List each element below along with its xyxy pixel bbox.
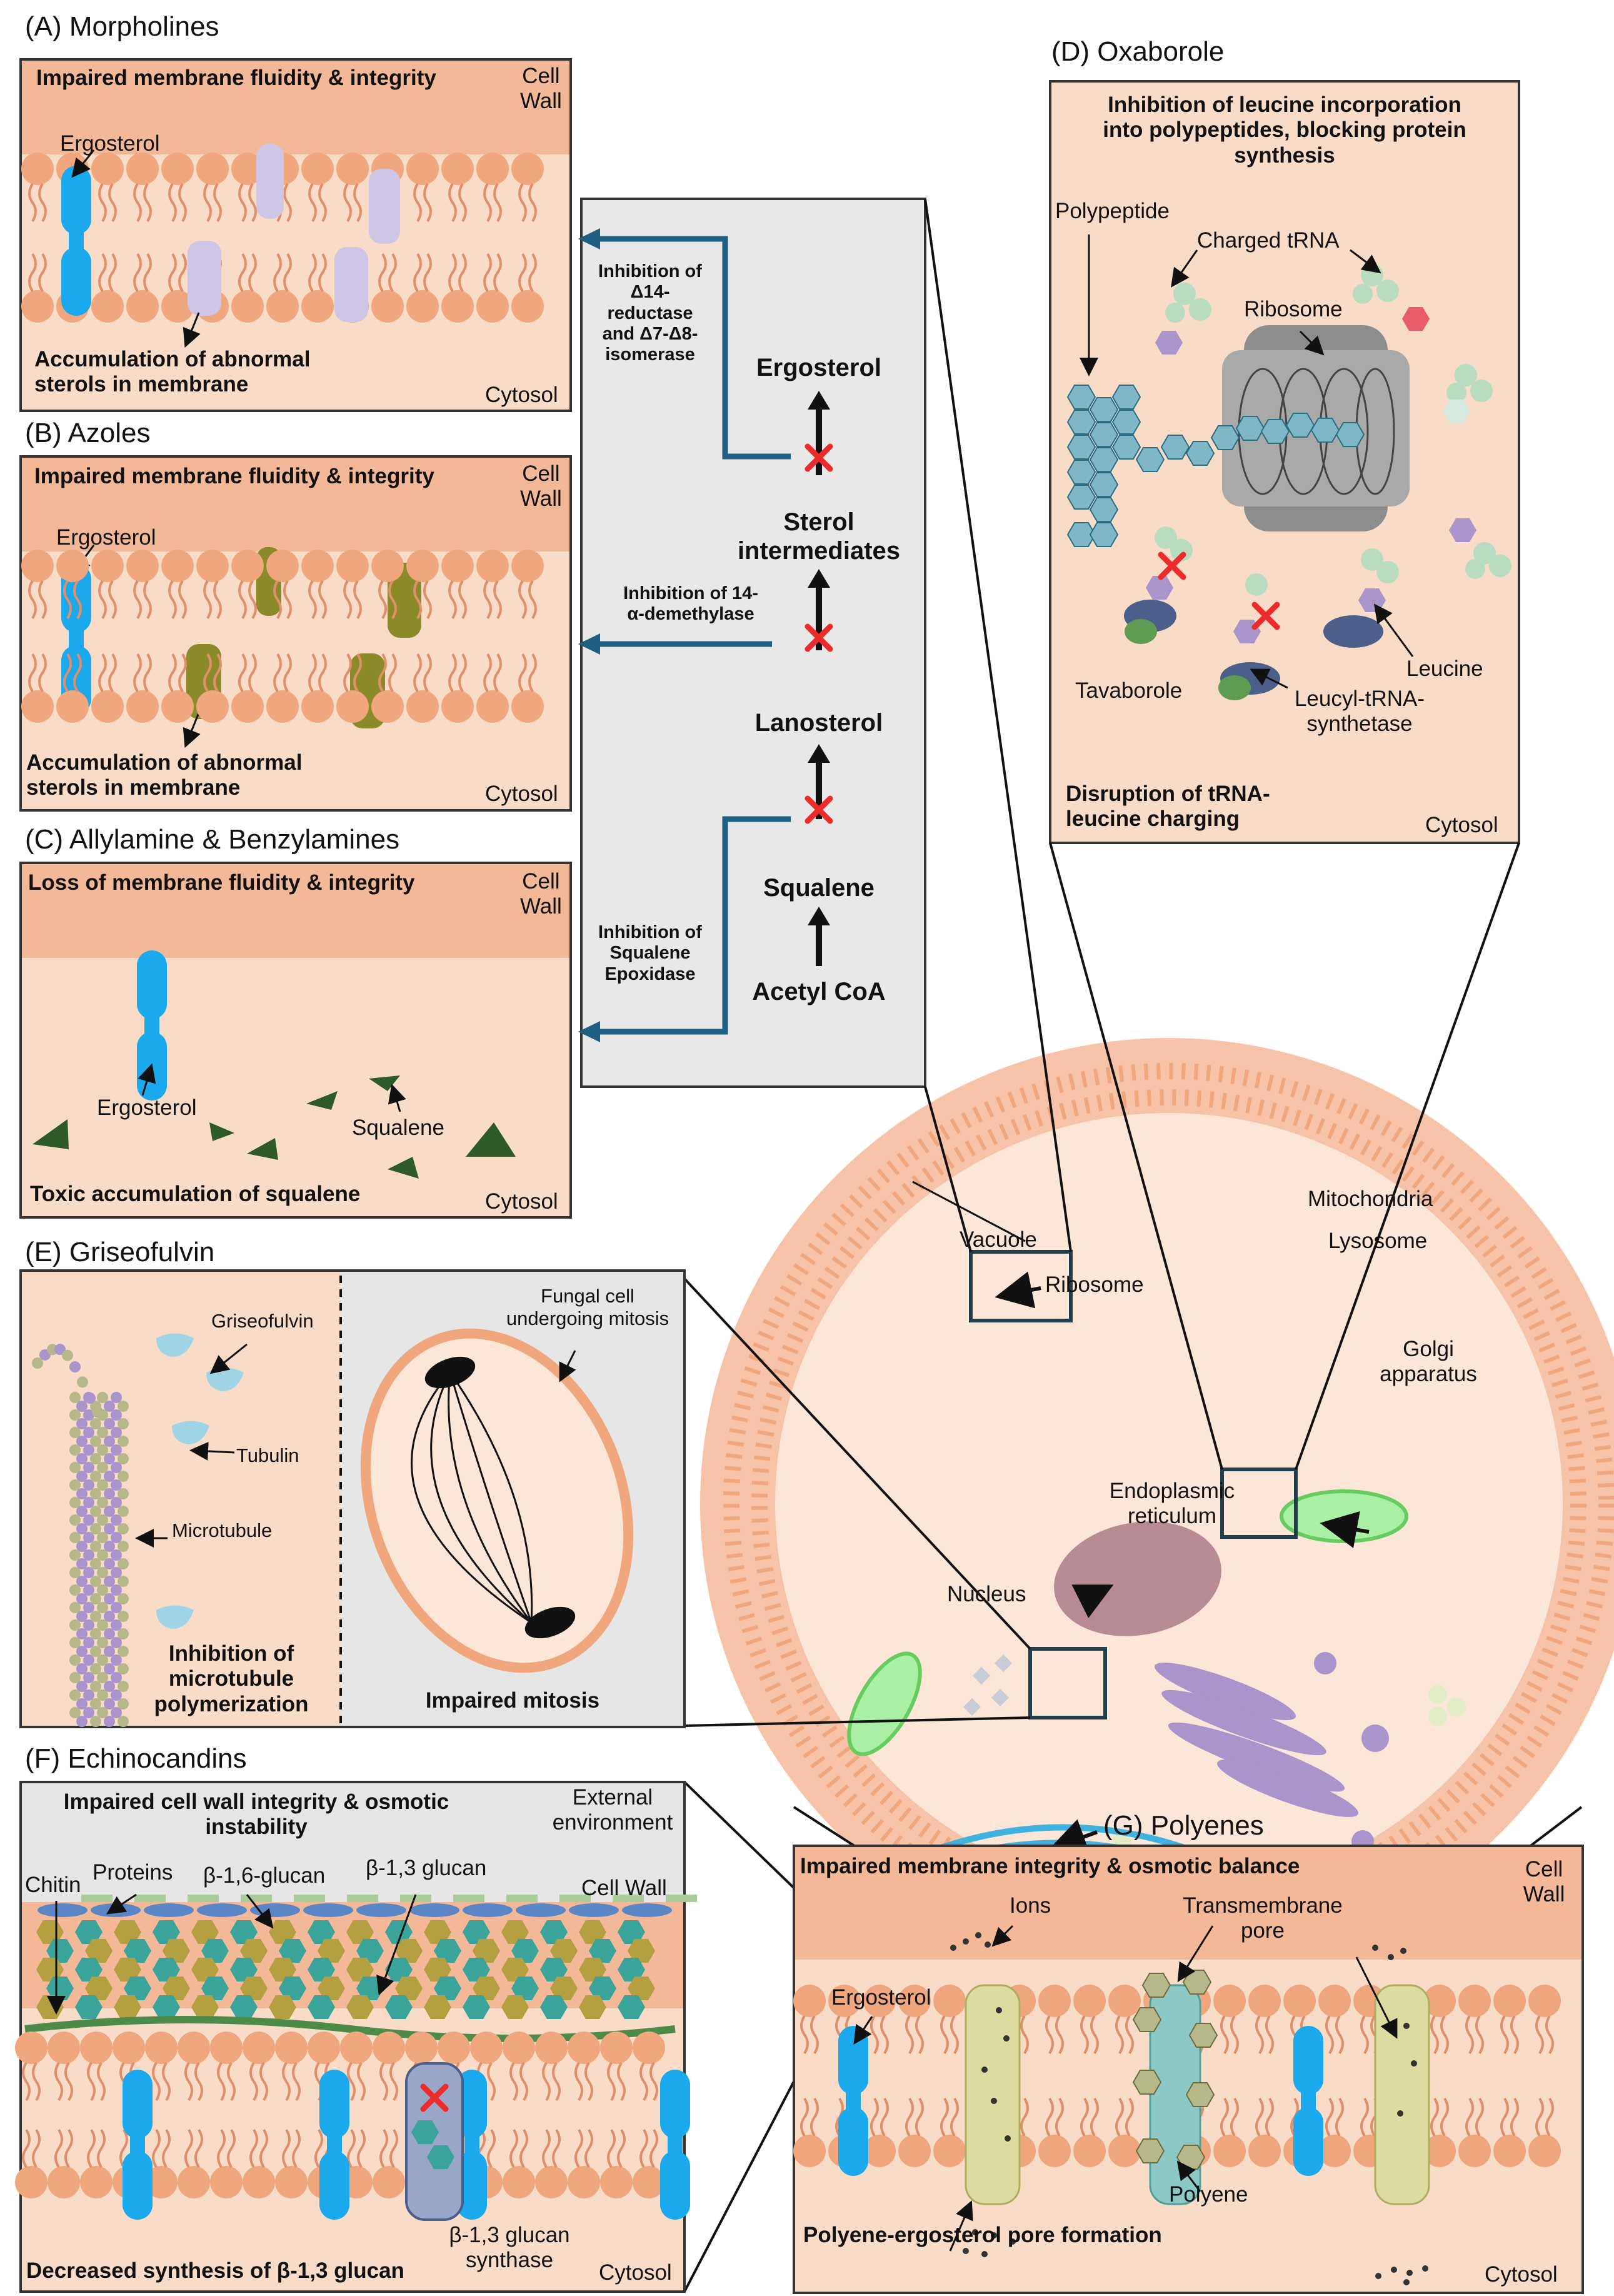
pathway-acetyl-coa: Acetyl CoA xyxy=(752,978,886,1005)
cell-vacuole: Vacuole xyxy=(960,1227,1037,1252)
panel-g-formation: Polyene-ergosterol pore formation xyxy=(803,2223,1162,2247)
panel-d-disruption: Disruption of tRNA- leucine charging xyxy=(1066,782,1270,832)
cell-er: Endoplasmic reticulum xyxy=(1109,1479,1235,1529)
pathway-squalene: Squalene xyxy=(763,874,875,902)
panel-b-cell-wall: Cell Wall xyxy=(520,461,562,511)
panel-e-fungal-cell: Fungal cell undergoing mitosis xyxy=(506,1285,669,1329)
panel-g-pore: Transmembrane pore xyxy=(1183,1893,1343,1943)
panel-a-accumulation: Accumulation of abnormal sterols in memb… xyxy=(34,347,311,397)
cell-golgi: Golgi apparatus xyxy=(1380,1337,1477,1387)
panel-f-graphic xyxy=(14,1781,697,2293)
panel-d-charged-trna: Charged tRNA xyxy=(1197,228,1340,253)
pathway-sterol-intermediates: Sterol intermediates xyxy=(737,508,901,565)
panel-b-cytosol: Cytosol xyxy=(485,782,558,806)
panel-b-effect: Impaired membrane fluidity & integrity xyxy=(34,464,434,488)
panel-d-tavaborole: Tavaborole xyxy=(1075,678,1183,703)
panel-c-graphic xyxy=(19,862,572,1219)
panel-f-external: External environment xyxy=(552,1785,673,1835)
panel-a-cell-wall: Cell Wall xyxy=(520,64,562,114)
panel-c-toxic: Toxic accumulation of squalene xyxy=(30,1182,361,1206)
panel-e-graphic xyxy=(19,1269,686,1728)
panel-f-glucan16: β-1,6-glucan xyxy=(203,1863,326,1888)
pathway-graphic xyxy=(578,198,926,1088)
panel-a-ergosterol-label: Ergosterol xyxy=(60,131,160,156)
pathway-inhibition-reductase: Inhibition of Δ14- reductase and Δ7-Δ8- … xyxy=(598,261,702,365)
panel-g-ions: Ions xyxy=(1010,1893,1051,1918)
panel-b-graphic xyxy=(19,455,572,812)
panel-c-cytosol: Cytosol xyxy=(485,1189,558,1214)
cell-mitochondria: Mitochondria xyxy=(1308,1187,1433,1211)
panel-b-title: (B) Azoles xyxy=(25,418,151,448)
panel-e-impaired-mitosis: Impaired mitosis xyxy=(425,1688,600,1713)
panel-f-cell-wall: Cell Wall xyxy=(581,1876,667,1900)
panel-c-squalene-label: Squalene xyxy=(352,1115,444,1140)
panel-c-cell-wall: Cell Wall xyxy=(520,869,562,919)
panel-g-ergosterol: Ergosterol xyxy=(831,1985,931,2010)
panel-c-ergosterol-label: Ergosterol xyxy=(97,1095,197,1120)
panel-d-title: (D) Oxaborole xyxy=(1051,36,1225,67)
pathway-lanosterol: Lanosterol xyxy=(754,709,883,737)
panel-f-chitin: Chitin xyxy=(25,1873,81,1897)
panel-e-inhibition: Inhibition of microtubule polymerization xyxy=(154,1641,309,1716)
panel-f-glucan13: β-1,3 glucan xyxy=(366,1856,487,1880)
panel-g-polyene: Polyene xyxy=(1169,2182,1248,2207)
panel-d-effect: Inhibition of leucine incorporation into… xyxy=(1103,93,1466,168)
panel-a-title: (A) Morpholines xyxy=(25,11,219,42)
pathway-ergosterol: Ergosterol xyxy=(756,354,882,381)
panel-e-title: (E) Griseofulvin xyxy=(25,1237,215,1267)
panel-e-tubulin: Tubulin xyxy=(236,1444,299,1466)
panel-b-ergosterol-label: Ergosterol xyxy=(56,525,156,550)
panel-f-proteins: Proteins xyxy=(93,1860,173,1885)
panel-d-cytosol: Cytosol xyxy=(1425,813,1498,837)
panel-d-graphic xyxy=(1049,80,1520,844)
panel-d-ribosome: Ribosome xyxy=(1244,297,1343,321)
panel-c-effect: Loss of membrane fluidity & integrity xyxy=(28,870,415,895)
panel-f-synthase: β-1,3 glucan synthase xyxy=(449,2223,570,2273)
panel-e-microtubule: Microtubule xyxy=(172,1519,273,1541)
cell-nucleus: Nucleus xyxy=(947,1582,1026,1606)
panel-g-title: (G) Polyenes xyxy=(1103,1810,1264,1841)
panel-c-title: (C) Allylamine & Benzylamines xyxy=(25,824,400,855)
panel-d-leucine: Leucine xyxy=(1406,657,1483,681)
panel-d-leucyl-synthetase: Leucyl-tRNA- synthetase xyxy=(1294,687,1425,737)
pathway-inhibition-epoxidase: Inhibition of Squalene Epoxidase xyxy=(598,922,702,984)
panel-g-cytosol: Cytosol xyxy=(1485,2262,1558,2287)
panel-f-cytosol: Cytosol xyxy=(599,2260,672,2285)
panel-f-title: (F) Echinocandins xyxy=(25,1743,247,1774)
pathway-inhibition-demethylase: Inhibition of 14- α-demethylase xyxy=(623,583,758,625)
panel-a-graphic xyxy=(19,58,572,412)
panel-b-accumulation: Accumulation of abnormal sterols in memb… xyxy=(26,750,303,800)
cell-lysosome: Lysosome xyxy=(1328,1229,1428,1253)
panel-g-effect: Impaired membrane integrity & osmotic ba… xyxy=(800,1854,1300,1878)
panel-e-griseofulvin: Griseofulvin xyxy=(211,1310,314,1332)
panel-a-effect: Impaired membrane fluidity & integrity xyxy=(36,66,436,90)
panel-a-cytosol: Cytosol xyxy=(485,383,558,407)
panel-g-cell-wall: Cell Wall xyxy=(1523,1857,1565,1907)
panel-g-graphic xyxy=(792,1845,1584,2294)
cell-ribosome: Ribosome xyxy=(1045,1272,1144,1297)
panel-f-effect: Impaired cell wall integrity & osmotic i… xyxy=(63,1790,449,1840)
panel-f-decreased: Decreased synthesis of β-1,3 glucan xyxy=(26,2258,404,2283)
panel-d-polypeptide: Polypeptide xyxy=(1055,199,1170,223)
